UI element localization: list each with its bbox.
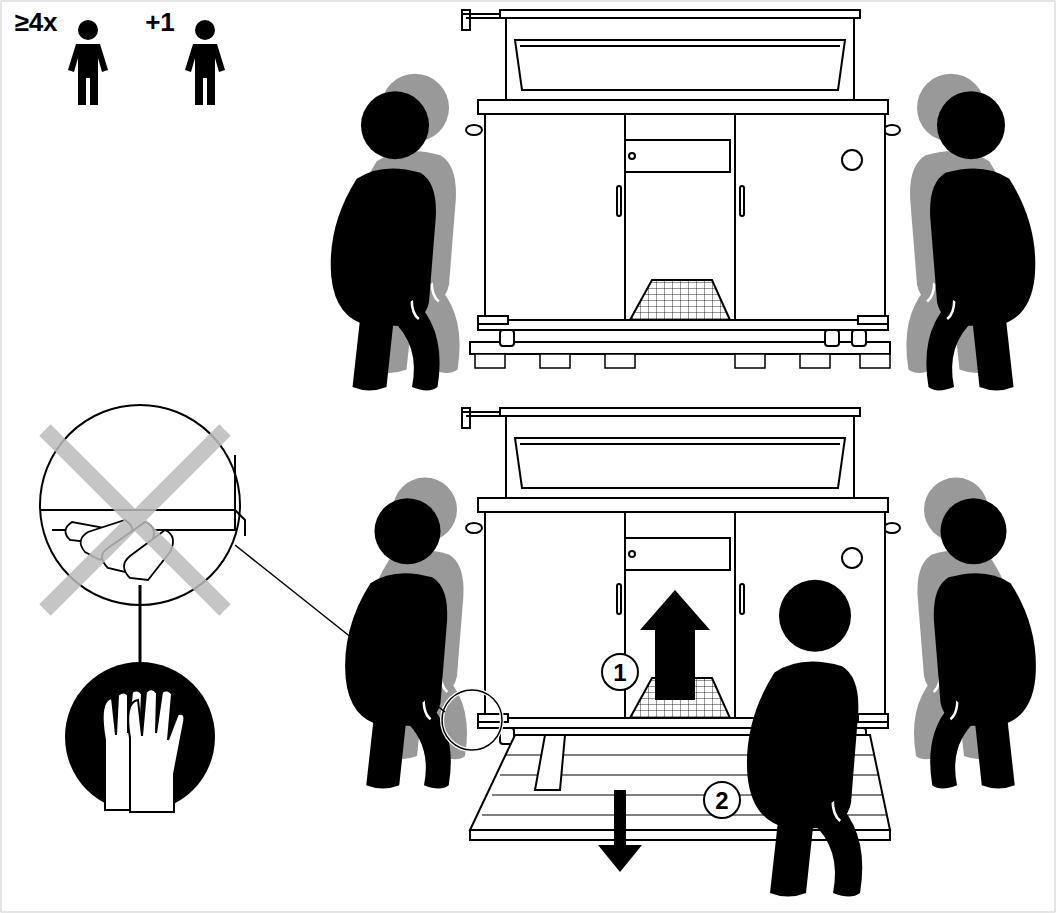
- callout-number: 2: [715, 789, 728, 813]
- people-count: ≥4x: [14, 9, 57, 35]
- callout-number: 1: [613, 661, 626, 685]
- extra-person-count: +1: [145, 9, 175, 35]
